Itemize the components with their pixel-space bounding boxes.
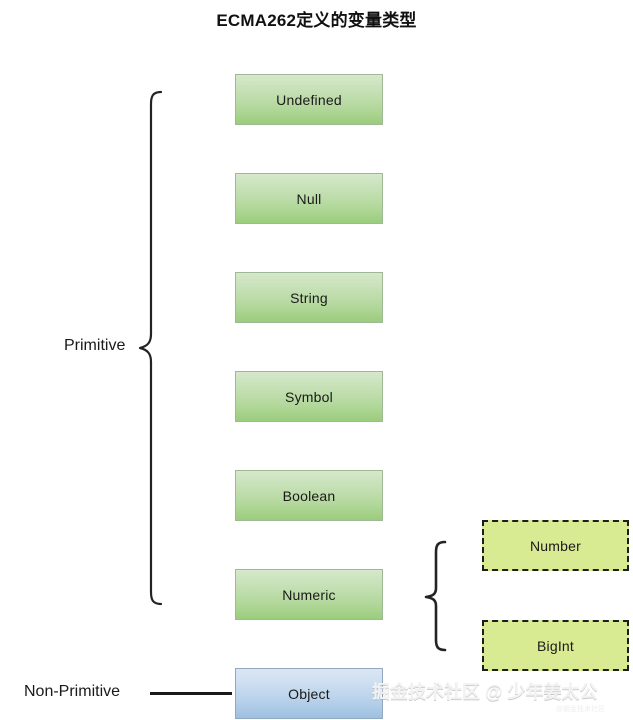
type-box-symbol[interactable]: Symbol <box>235 371 383 422</box>
type-box-boolean[interactable]: Boolean <box>235 470 383 521</box>
type-box-numeric[interactable]: Numeric <box>235 569 383 620</box>
type-box-label: Symbol <box>285 388 333 405</box>
type-box-label: Null <box>296 190 322 207</box>
type-box-label: Object <box>288 685 330 702</box>
type-box-label: Undefined <box>276 91 342 108</box>
group-label-primitive: Primitive <box>64 337 126 354</box>
watermark-main: 掘金技术社区 @ 少年姜太公 <box>372 682 598 702</box>
type-box-number[interactable]: Number <box>482 520 629 571</box>
primitive-brace-icon <box>138 90 163 606</box>
type-box-label: Boolean <box>282 487 336 504</box>
group-label-non-primitive: Non-Primitive <box>24 683 121 700</box>
page-title: ECMA262定义的变量类型 <box>216 11 417 30</box>
type-box-object[interactable]: Object <box>235 668 383 719</box>
type-box-label: BigInt <box>537 637 574 654</box>
type-box-null[interactable]: Null <box>235 173 383 224</box>
non-primitive-connector-line <box>150 692 232 695</box>
type-box-label: Number <box>530 537 581 554</box>
numeric-brace-icon <box>424 540 447 652</box>
watermark-small: @掘金技术社区 <box>556 706 606 713</box>
type-box-string[interactable]: String <box>235 272 383 323</box>
type-box-undefined[interactable]: Undefined <box>235 74 383 125</box>
type-box-bigint[interactable]: BigInt <box>482 620 629 671</box>
type-box-label: String <box>290 289 328 306</box>
type-box-label: Numeric <box>282 586 336 603</box>
